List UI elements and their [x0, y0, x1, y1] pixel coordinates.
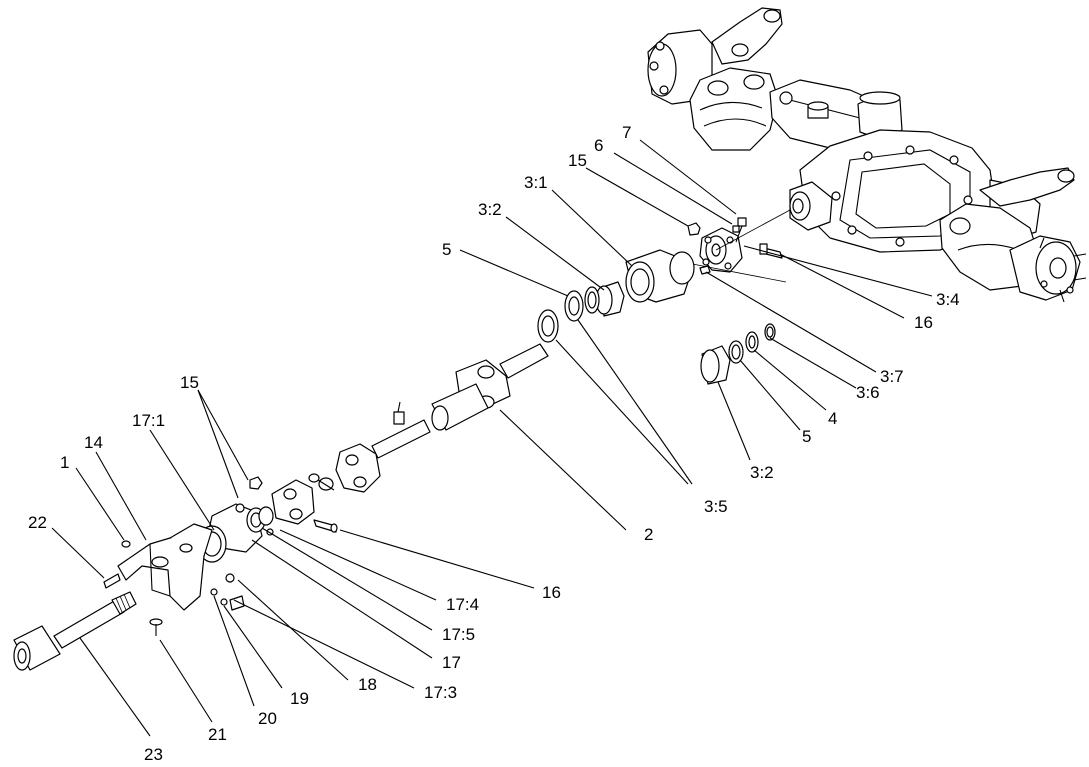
leader-lines — [51, 139, 933, 737]
label-15-lower: 15 — [180, 373, 199, 392]
label-17-4: 17:4 — [446, 595, 479, 614]
label-16-upper: 16 — [914, 313, 933, 332]
label-21: 21 — [208, 725, 227, 744]
label-1: 1 — [60, 453, 69, 472]
label-2: 2 — [644, 525, 653, 544]
driveshaft-2 — [249, 343, 549, 533]
label-17: 17 — [442, 653, 461, 672]
label-17-5: 17:5 — [442, 625, 475, 644]
label-14: 14 — [84, 433, 103, 452]
label-17-1: 17:1 — [132, 411, 165, 430]
label-19: 19 — [290, 689, 309, 708]
label-4: 4 — [828, 409, 837, 428]
label-3-4: 3:4 — [936, 290, 960, 309]
label-3-6: 3:6 — [856, 383, 880, 402]
callout-labels: 7 6 15 3:1 3:2 5 3:4 16 3:7 3:6 4 5 3:2 … — [28, 123, 960, 764]
mounting-bracket-14 — [103, 523, 245, 636]
axle-housing — [647, 7, 1087, 303]
label-6: 6 — [594, 136, 603, 155]
companion-flange-3-4 — [681, 209, 791, 283]
label-5-upper: 5 — [442, 240, 451, 259]
label-3-2-lower: 3:2 — [750, 463, 774, 482]
label-7: 7 — [622, 123, 631, 142]
label-22: 22 — [28, 513, 47, 532]
label-5-lower: 5 — [802, 427, 811, 446]
label-16-lower: 16 — [542, 583, 561, 602]
bearing-housing-3-1 — [625, 249, 711, 303]
label-17-3: 17:3 — [424, 683, 457, 702]
label-3-1: 3:1 — [524, 173, 548, 192]
label-3-7: 3:7 — [880, 367, 904, 386]
label-18: 18 — [358, 675, 377, 694]
bearing-set-upper — [537, 281, 625, 343]
bearing-set-loose — [700, 323, 776, 385]
label-15-upper: 15 — [568, 151, 587, 170]
label-3-5: 3:5 — [704, 497, 728, 516]
label-20: 20 — [258, 709, 277, 728]
label-3-2-upper: 3:2 — [478, 200, 502, 219]
label-23: 23 — [144, 745, 163, 764]
input-shaft-23 — [13, 591, 137, 671]
